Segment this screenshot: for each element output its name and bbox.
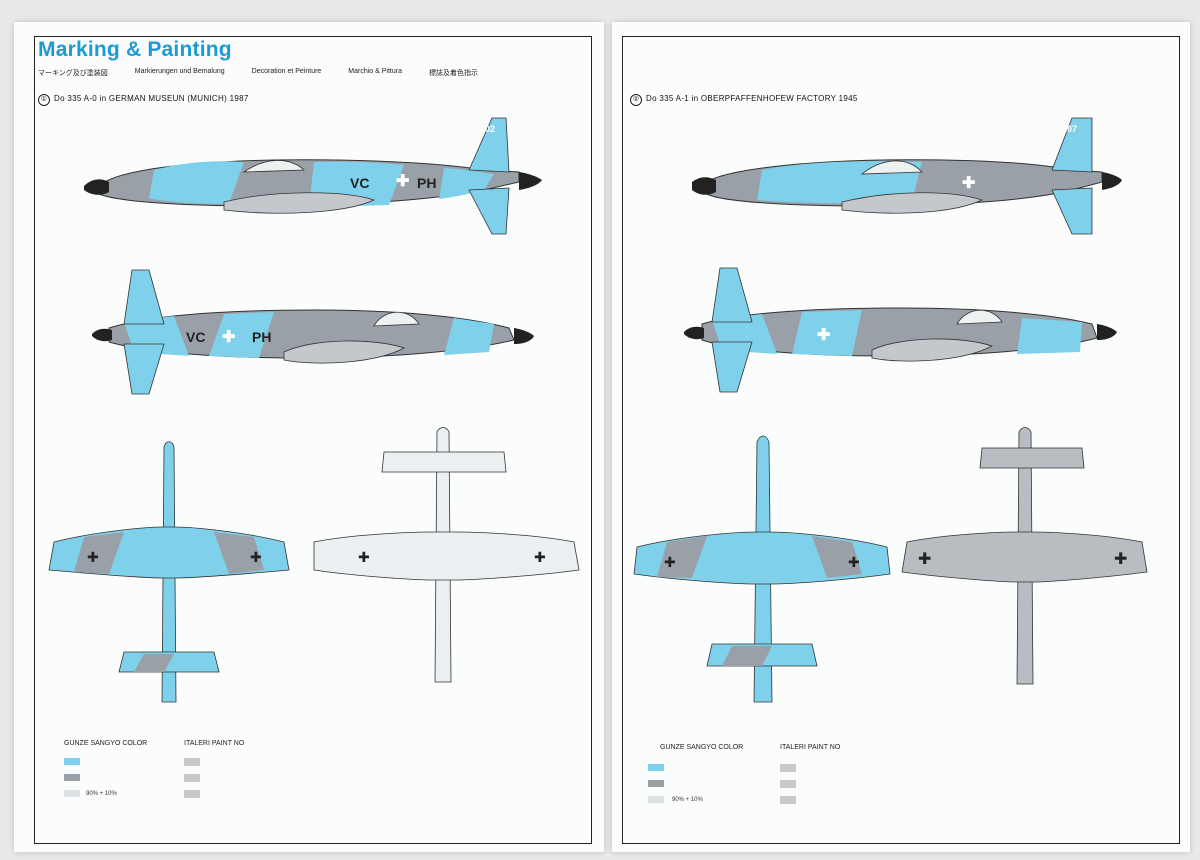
italeri-box-1 [184,758,200,766]
subtitle-japanese: マーキング及び塗装図 [38,70,108,77]
code-vc-2: VC [186,329,205,345]
italeri-box-6 [780,796,796,804]
swatch-light-gray [64,790,80,797]
italeri-box-2 [184,774,200,782]
scheme-1-bottom-view: ✚ ✚ [313,427,580,683]
scheme-1-text: Do 335 A-0 in GERMAN MUSEUN (MUNICH) 198… [54,94,249,103]
balkenkreuz-icon-4: ✚ [817,327,830,344]
swatch-light-blue-2 [648,764,664,771]
subtitle-row: マーキング及び塗装図 Markierungen und Bemalung Dec… [38,68,478,78]
underwing-cross-icon-left: ✚ [358,549,370,565]
scheme-1-drawings: VC PH ✚ 102 VC PH ✚ [48,117,580,703]
italeri-box-3 [184,790,200,798]
scheme-2-drawings: ✚ 107 ✚ ✚ ✚ [633,117,1148,703]
code-ph: PH [417,175,436,191]
code-ph-2: PH [252,329,271,345]
left-page-border [34,36,592,844]
underwing-cross-icon-right: ✚ [534,549,546,565]
scheme-2-side-view-2: ✚ [684,267,1117,393]
italeri-header-2: ITALERI PAINT NO [780,744,841,751]
italeri-header: ITALERI PAINT NO [184,740,245,747]
scheme-2-top-view: ✚ ✚ [633,435,891,703]
gunze-header-2: GUNZE SANGYO COLOR [660,744,744,751]
right-page-border [622,36,1180,844]
gunze-header: GUNZE SANGYO COLOR [64,740,148,747]
scheme-1-side-view-1: VC PH ✚ 102 [84,117,542,235]
right-page: ② Do 335 A-1 in OBERPFAFFENHOFEW FACTORY … [612,22,1190,852]
left-page: Marking & Painting マーキング及び塗装図 Markierung… [14,22,604,852]
scheme-2-bottom-view: ✚ ✚ [901,427,1148,685]
wing-cross-icon-left-2: ✚ [664,554,676,570]
scheme-2-text: Do 335 A-1 in OBERPFAFFENHOFEW FACTORY 1… [646,94,858,103]
swatch-gray [64,774,80,781]
underwing-cross-icon-left-2: ✚ [918,551,931,568]
italeri-box-4 [780,764,796,772]
scheme-2-caption: ② Do 335 A-1 in OBERPFAFFENHOFEW FACTORY … [630,94,858,106]
scheme-1-number: ① [38,94,50,106]
swatch-light-gray-2 [648,796,664,803]
scheme-1-caption: ① Do 335 A-0 in GERMAN MUSEUN (MUNICH) 19… [38,94,249,106]
mix-ratio-2: 90% + 10% [672,797,703,803]
scheme-1-side-view-2: VC PH ✚ [92,269,534,395]
wing-cross-icon-right-2: ✚ [848,554,860,570]
subtitle-chinese: 標誌及着色指示 [428,70,478,77]
tail-number-2: 107 [1062,124,1077,134]
page-title: Marking & Painting [38,38,232,61]
wing-cross-icon-right: ✚ [250,549,262,565]
balkenkreuz-icon-3: ✚ [962,175,975,192]
scheme-2-side-view-1: ✚ 107 [692,117,1122,235]
scheme-2-number: ② [630,94,642,106]
underwing-cross-icon-right-2: ✚ [1114,551,1127,568]
swatch-light-blue [64,758,80,765]
code-vc: VC [350,175,369,191]
subtitle-french: Decoration et Peinture [251,68,322,75]
balkenkreuz-icon: ✚ [396,173,409,190]
wing-cross-icon-left: ✚ [87,549,99,565]
scheme-1-top-view: ✚ ✚ [48,441,290,703]
mix-ratio: 90% + 10% [86,791,117,797]
subtitle-german: Markierungen und Bemalung [134,68,225,75]
subtitle-italian: Marchio & Pittura [348,68,402,75]
swatch-gray-2 [648,780,664,787]
italeri-box-5 [780,780,796,788]
tail-number: 102 [480,124,495,134]
balkenkreuz-icon-2: ✚ [222,329,235,346]
